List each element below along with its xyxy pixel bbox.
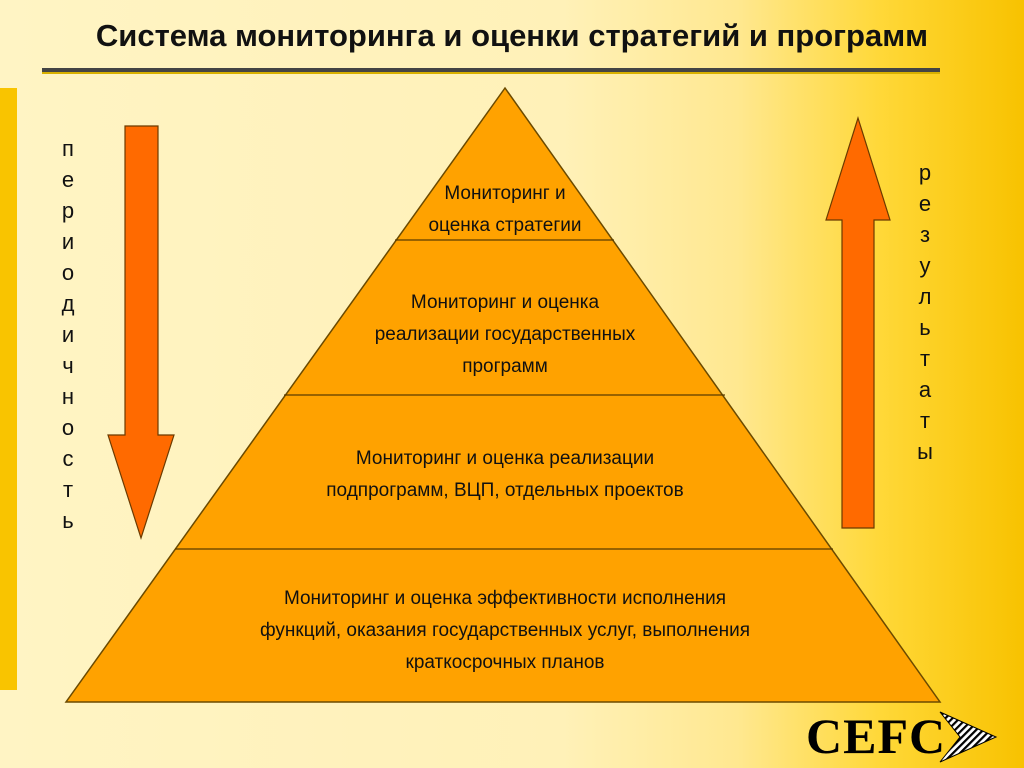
tier-line: подпрограмм, ВЦП, отдельных проектов [326, 480, 684, 501]
tier-line: Мониторинг и оценка эффективности исполн… [283, 588, 727, 609]
tier-line: функций, оказания государственных услуг,… [259, 620, 750, 641]
vertical-letter: ы [917, 439, 933, 464]
vertical-letter: ч [62, 353, 74, 378]
vertical-letter: т [919, 408, 931, 433]
vertical-letter: о [61, 260, 75, 285]
vertical-letter: и [61, 229, 75, 254]
logo-chevron-icon [939, 711, 998, 763]
tier-state-programs-text: Мониторинг и оценка реализации государст… [320, 287, 690, 383]
vertical-letter: с [62, 446, 74, 471]
vertical-letter: д [61, 291, 75, 316]
tier-line: краткосрочных планов [405, 652, 605, 673]
tier-line: Мониторинг и [444, 183, 566, 204]
tier-line: Мониторинг и оценка [410, 292, 600, 313]
vertical-letter: р [918, 160, 932, 185]
vertical-letter: е [61, 167, 75, 192]
down-arrow [107, 125, 175, 540]
cefc-logo: CEFC [806, 706, 1006, 766]
vertical-letter: у [919, 253, 931, 278]
vertical-letter: н [61, 384, 75, 409]
vertical-letter: р [61, 198, 75, 223]
vertical-letter: т [919, 346, 931, 371]
logo-text: CEFC [806, 708, 947, 764]
tier-line: реализации государственных [374, 324, 636, 345]
up-arrow [825, 115, 891, 529]
vertical-letter: з [919, 222, 931, 247]
vertical-letter: е [918, 191, 932, 216]
tier-line: Мониторинг и оценка реализации [355, 448, 655, 469]
vertical-letter: п [62, 136, 74, 161]
vertical-letter: а [918, 377, 932, 402]
tier-line: программ [462, 356, 548, 377]
vertical-letter: ь [62, 508, 74, 533]
left-accent-bar [0, 88, 17, 690]
vertical-letter: т [62, 477, 74, 502]
title-underline [42, 68, 940, 72]
tier-efficiency-text: Мониторинг и оценка эффективности исполн… [150, 583, 860, 679]
tier-line: оценка стратегии [428, 215, 582, 236]
tier-strategy-text: Мониторинг и оценка стратегии [380, 178, 630, 242]
vertical-letter: ь [919, 315, 931, 340]
tier-subprograms-text: Мониторинг и оценка реализации подпрогра… [250, 443, 760, 507]
vertical-letter: л [918, 284, 932, 309]
slide-title: Система мониторинга и оценки стратегий и… [95, 18, 929, 53]
vertical-letter: и [61, 322, 75, 347]
vertical-letter: о [61, 415, 75, 440]
